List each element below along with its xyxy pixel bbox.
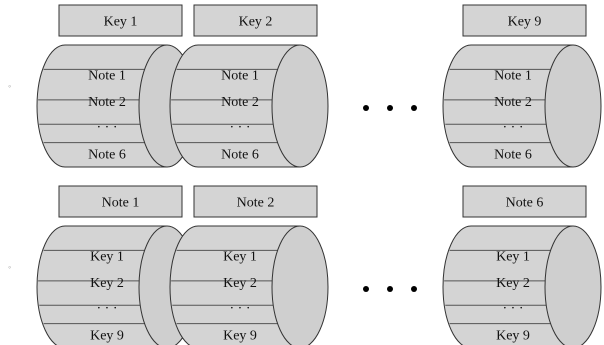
label-box	[193, 4, 318, 37]
cylinder-item: Note 1	[494, 68, 532, 83]
cylinder-item: Note 1	[88, 68, 126, 83]
label-box-text: Key 1	[104, 15, 138, 30]
cylinder-item: · · ·	[230, 302, 251, 317]
cylinder-item: Key 9	[223, 329, 257, 344]
cylinder-item: Note 6	[221, 148, 259, 163]
cylinder-item: Key 1	[90, 249, 124, 264]
cylinder-item: Note 1	[221, 68, 259, 83]
cylinder-item: Key 9	[90, 329, 124, 344]
ellipsis-dot	[387, 286, 393, 292]
cylinder-item: Key 2	[496, 276, 530, 291]
cylinder-body	[36, 44, 168, 168]
cylinder-end	[271, 44, 329, 168]
cylinder-body	[169, 225, 301, 345]
cylinder-item: Key 9	[496, 329, 530, 344]
cylinder-body	[169, 44, 301, 168]
cylinder: Note 1 Note 2 · · · Note 6	[169, 44, 329, 168]
cylinder-item: · · ·	[503, 121, 524, 136]
cylinder-item: Key 2	[90, 276, 124, 291]
cylinder-end	[544, 44, 602, 168]
cylinder-item: Note 2	[88, 95, 126, 110]
cylinder: Key 1 Key 2 · · · Key 9	[169, 225, 329, 345]
cylinder-item: · · ·	[97, 302, 118, 317]
cylinder-item: Note 2	[221, 95, 259, 110]
ellipsis-dot	[363, 105, 369, 111]
bullet-marker: ◦	[8, 262, 11, 272]
label-box	[462, 4, 587, 37]
cylinder-item: · · ·	[230, 121, 251, 136]
ellipsis-dot	[411, 105, 417, 111]
label-box-text: Key 9	[508, 15, 542, 30]
bullet-marker: ◦	[8, 81, 11, 91]
cylinder-item: · · ·	[503, 302, 524, 317]
cylinder: Key 1 Key 2 · · · Key 9	[442, 225, 602, 345]
ellipsis-dot	[411, 286, 417, 292]
label-box-text: Note 2	[237, 196, 275, 211]
ellipsis-dot	[387, 105, 393, 111]
label-box-text: Key 2	[239, 15, 273, 30]
cylinder-item: Key 2	[223, 276, 257, 291]
cylinder-item: · · ·	[97, 121, 118, 136]
label-box	[58, 185, 183, 218]
cylinder-end	[544, 225, 602, 345]
label-box-text: Note 6	[506, 196, 544, 211]
cylinder-item: Note 6	[88, 148, 126, 163]
cylinder-end	[271, 225, 329, 345]
label-box	[193, 185, 318, 218]
ellipsis-dot	[363, 286, 369, 292]
cylinder-item: Note 6	[494, 148, 532, 163]
label-box	[462, 185, 587, 218]
cylinder: Note 1 Note 2 · · · Note 6	[442, 44, 602, 168]
cylinder-body	[36, 225, 168, 345]
cylinder-item: Key 1	[223, 249, 257, 264]
label-box	[58, 4, 183, 37]
cylinder-body	[442, 44, 574, 168]
cylinder-item: Key 1	[496, 249, 530, 264]
label-box-text: Note 1	[102, 196, 140, 211]
cylinder-item: Note 2	[494, 95, 532, 110]
cylinder-body	[442, 225, 574, 345]
